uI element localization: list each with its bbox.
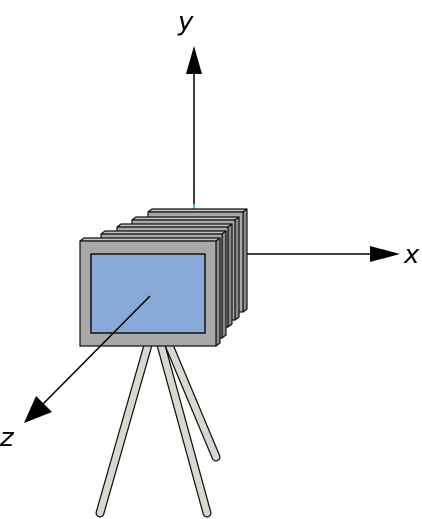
camera-screen xyxy=(90,253,206,334)
y-axis-label: y xyxy=(177,7,194,37)
tripod-leg-back xyxy=(164,340,221,462)
y-axis xyxy=(186,46,202,210)
camera-frame-front xyxy=(79,237,221,347)
z-axis xyxy=(24,295,151,423)
x-axis-label: x xyxy=(403,240,420,270)
frame-side-edge xyxy=(242,208,248,313)
x-axis xyxy=(244,246,400,262)
z-axis-label: z xyxy=(0,423,15,453)
frame-side-edge xyxy=(234,216,240,321)
camera-stack-icon xyxy=(79,208,248,347)
tripod xyxy=(95,340,221,518)
tripod-leg-right xyxy=(156,340,212,518)
tripod-leg-left xyxy=(95,340,153,518)
